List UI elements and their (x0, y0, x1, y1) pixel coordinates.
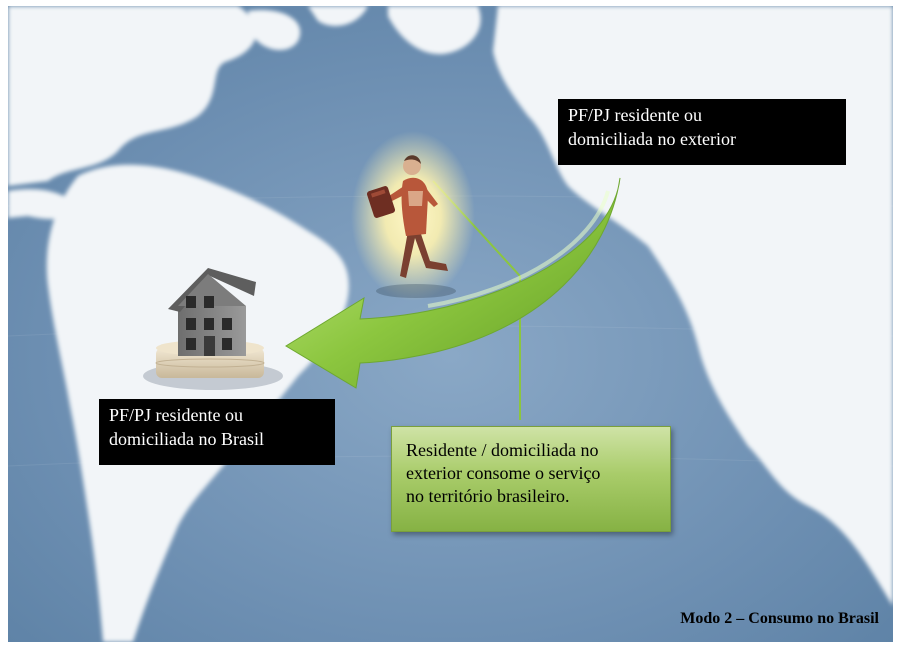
slide: PF/PJ residente ou domiciliada no exteri… (8, 6, 893, 642)
foreign-party-line2: domiciliada no exterior (568, 129, 736, 149)
callout-line3: no território brasileiro. (406, 486, 570, 506)
brazil-party-line2: domiciliada no Brasil (109, 429, 264, 449)
foreign-party-label: PF/PJ residente ou domiciliada no exteri… (558, 99, 846, 165)
callout-line2: exterior consome o serviço (406, 463, 601, 483)
consumption-callout: Residente / domiciliada no exterior cons… (391, 426, 671, 532)
curved-arrow-icon (285, 177, 621, 389)
traveler-icon (351, 131, 475, 301)
brazil-party-label: PF/PJ residente ou domiciliada no Brasil (99, 399, 335, 465)
mode-title: Modo 2 – Consumo no Brasil (680, 610, 879, 627)
callout-line1: Residente / domiciliada no (406, 440, 599, 460)
house-icon (143, 268, 283, 390)
brazil-party-line1: PF/PJ residente ou (109, 405, 244, 425)
foreign-party-line1: PF/PJ residente ou (568, 105, 703, 125)
